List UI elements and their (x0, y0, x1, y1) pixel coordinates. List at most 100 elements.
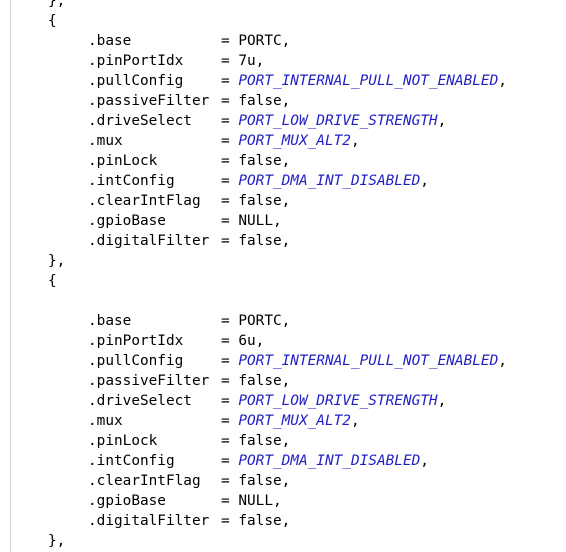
code-line-field[interactable]: .base= PORTC, (88, 31, 290, 51)
field-name: .mux (88, 133, 123, 149)
trailing-comma: , (272, 493, 282, 509)
code-line-brace[interactable]: { (48, 273, 57, 289)
code-line-field[interactable]: .pullConfig= PORT_INTERNAL_PULL_NOT_ENAB… (88, 71, 507, 91)
field-name: .digitalFilter (88, 513, 210, 529)
assign-operator: = (221, 313, 239, 329)
code-line-brace[interactable]: }, (48, 253, 66, 269)
field-value: NULL (238, 493, 273, 509)
trailing-comma: , (281, 373, 291, 389)
field-name: .pullConfig (88, 353, 184, 369)
assign-operator: = (221, 513, 239, 529)
field-name: .base (88, 33, 132, 49)
assign-operator: = (221, 473, 239, 489)
code-line-field[interactable]: .clearIntFlag= false, (88, 471, 290, 491)
code-line-field[interactable]: .pinPortIdx= 6u, (88, 331, 264, 351)
code-line-field[interactable]: .intConfig = PORT_DMA_INT_DISABLED, (88, 171, 429, 191)
field-name: .intConfig (88, 453, 175, 469)
assign-operator: = (221, 393, 239, 409)
assign-operator: = (221, 333, 239, 349)
code-line-field[interactable]: .driveSelect = PORT_LOW_DRIVE_STRENGTH, (88, 111, 446, 131)
field-value: PORTC (238, 313, 282, 329)
code-line-field[interactable]: .pullConfig = PORT_INTERNAL_PULL_NOT_ENAB… (88, 351, 507, 371)
code-line-field[interactable]: .passiveFilter = false, (88, 91, 290, 111)
enum-constant: PORT_DMA_INT_DISABLED (238, 173, 421, 189)
assign-operator: = (221, 233, 239, 249)
assign-operator: = (221, 493, 239, 509)
code-line-field[interactable]: .intConfig= PORT_DMA_INT_DISABLED, (88, 451, 429, 471)
assign-operator: = (221, 53, 239, 69)
trailing-comma: , (255, 333, 265, 349)
assign-operator: = (221, 93, 239, 109)
field-name: .pinLock (88, 433, 158, 449)
code-line-field[interactable]: .passiveFilter = false, (88, 371, 290, 391)
field-name: .pinPortIdx (88, 53, 184, 69)
code-line-brace[interactable]: }, (48, 0, 66, 9)
enum-constant: PORT_DMA_INT_DISABLED (238, 453, 421, 469)
field-name: .gpioBase (88, 493, 166, 509)
assign-operator: = (221, 213, 239, 229)
enum-constant: PORT_MUX_ALT2 (238, 133, 351, 149)
assign-operator: = (221, 73, 239, 89)
field-value: PORTC (238, 33, 282, 49)
field-value: NULL (238, 213, 273, 229)
assign-operator: = (221, 353, 239, 369)
code-line-field[interactable]: .base = PORTC, (88, 311, 290, 331)
field-name: .gpioBase (88, 213, 166, 229)
code-line-field[interactable]: .mux = PORT_MUX_ALT2, (88, 131, 360, 151)
indent-guide (10, 0, 11, 552)
enum-constant: PORT_LOW_DRIVE_STRENGTH (238, 113, 438, 129)
field-name: .passiveFilter (88, 93, 210, 109)
field-value: false (238, 93, 282, 109)
trailing-comma: , (255, 53, 265, 69)
trailing-comma: , (281, 433, 291, 449)
field-name: .pinLock (88, 153, 158, 169)
enum-constant: PORT_INTERNAL_PULL_NOT_ENABLED (238, 353, 499, 369)
trailing-comma: , (281, 193, 291, 209)
code-line-field[interactable]: .digitalFilter= false, (88, 231, 290, 251)
field-name: .digitalFilter (88, 233, 210, 249)
assign-operator: = (221, 33, 239, 49)
trailing-comma: , (281, 513, 291, 529)
field-value: false (238, 513, 282, 529)
code-line-field[interactable]: .pinLock= false, (88, 151, 290, 171)
field-value: false (238, 433, 282, 449)
field-name: .base (88, 313, 132, 329)
field-name: .passiveFilter (88, 373, 210, 389)
field-name: .mux (88, 413, 123, 429)
assign-operator: = (221, 173, 239, 189)
trailing-comma: , (281, 473, 291, 489)
assign-operator: = (221, 193, 239, 209)
field-value: false (238, 153, 282, 169)
assign-operator: = (221, 133, 239, 149)
code-line-field[interactable]: .clearIntFlag= false, (88, 191, 290, 211)
field-name: .intConfig (88, 173, 175, 189)
trailing-comma: , (281, 313, 291, 329)
trailing-comma: , (420, 173, 429, 189)
field-value: false (238, 193, 282, 209)
enum-constant: PORT_MUX_ALT2 (238, 413, 351, 429)
code-line-field[interactable]: .digitalFilter = false, (88, 511, 290, 531)
assign-operator: = (221, 153, 239, 169)
assign-operator: = (221, 453, 239, 469)
assign-operator: = (221, 433, 239, 449)
code-line-field[interactable]: .gpioBase = NULL, (88, 491, 282, 511)
assign-operator: = (221, 373, 239, 389)
assign-operator: = (221, 113, 239, 129)
field-value: false (238, 373, 282, 389)
trailing-comma: , (350, 133, 360, 149)
code-line-field[interactable]: .pinLock = false, (88, 431, 290, 451)
code-line-field[interactable]: .mux= PORT_MUX_ALT2, (88, 411, 360, 431)
code-line-brace[interactable]: { (48, 13, 57, 29)
code-line-field[interactable]: .driveSelect= PORT_LOW_DRIVE_STRENGTH, (88, 391, 446, 411)
field-name: .pinPortIdx (88, 333, 184, 349)
field-value: false (238, 233, 282, 249)
field-name: .driveSelect (88, 393, 192, 409)
code-line-field[interactable]: .pinPortIdx= 7u, (88, 51, 264, 71)
trailing-comma: , (437, 113, 447, 129)
field-name: .driveSelect (88, 113, 192, 129)
code-line-brace[interactable]: }, (48, 533, 66, 549)
enum-constant: PORT_INTERNAL_PULL_NOT_ENABLED (238, 73, 499, 89)
trailing-comma: , (281, 93, 291, 109)
code-line-field[interactable]: .gpioBase= NULL, (88, 211, 282, 231)
